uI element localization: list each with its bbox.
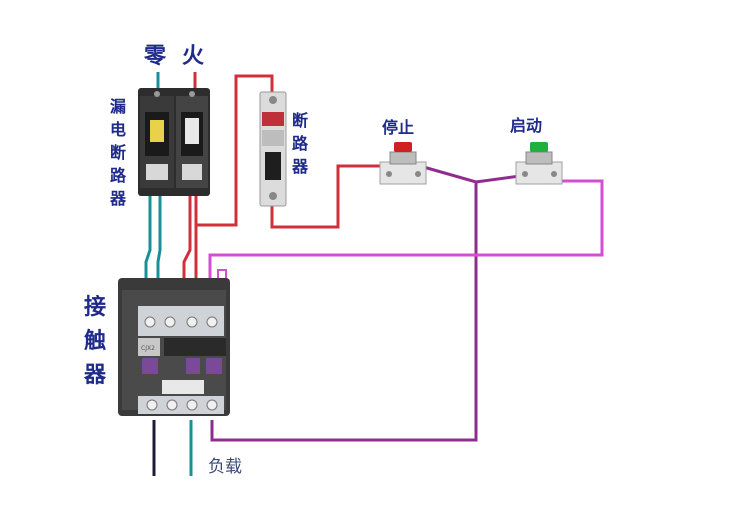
holding-contact-wire [210,182,478,442]
breaker-label: 断 路 器 [291,111,309,176]
rcd-label-char: 路 [110,166,127,185]
start-label: 启动 [510,116,542,135]
rcd-label-char: 断 [110,143,126,162]
contactor-label-char: 触 [84,328,106,354]
start-to-coil-wire [208,179,604,300]
rcd-label-char: 器 [109,189,127,208]
live-to-breaker-wire [196,74,274,227]
contactor-label-char: 接 [84,295,106,320]
stop-button [379,142,427,185]
load-label: 负载 [208,457,242,477]
start-button [515,142,563,185]
neutral-label: 零 [143,44,167,69]
stop-to-start-wire [419,164,521,184]
rcd-breaker [138,88,210,196]
live-label: 火 [182,44,204,69]
breaker-label-char: 器 [291,157,309,176]
rcd-label-char: 漏 [110,97,126,116]
rcd-label-char: 电 [110,120,126,139]
svg-text:CJX2: CJX2 [141,345,155,352]
contactor-label: 接 触 器 [83,295,107,388]
rcd-breaker-label: 漏 电 断 路 器 [109,97,127,208]
contactor-label-char: 器 [83,363,107,388]
breaker-label-char: 路 [292,134,309,153]
circuit-breaker [259,91,287,207]
stop-label: 停止 [382,118,414,137]
breaker-to-stop-wire [270,164,386,229]
contactor: CJX2 [118,278,230,416]
breaker-label-char: 断 [292,111,308,130]
